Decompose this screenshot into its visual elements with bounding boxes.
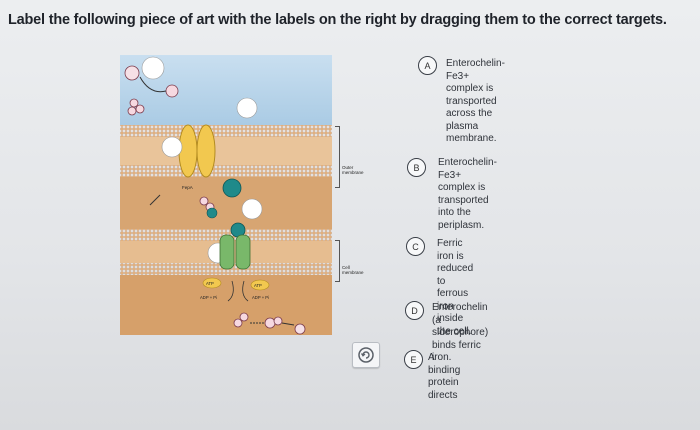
reset-button[interactable]	[352, 342, 380, 368]
instruction-text: Label the following piece of art with th…	[8, 12, 667, 28]
cell-membrane-bracket	[335, 240, 340, 282]
reset-icon	[358, 347, 374, 363]
label-text[interactable]: Enterochelin- Fe3+ complex is transporte…	[446, 58, 505, 144]
cell-membrane-label: Cell membrane	[342, 265, 364, 275]
label-text[interactable]: Enterochelin (a siderophore) binds ferri…	[432, 302, 489, 363]
label-letter-badge: A	[418, 56, 437, 75]
label-letter-badge: C	[406, 237, 425, 256]
label-text[interactable]: Enterochelin- Fe3+ complex is transporte…	[438, 157, 497, 231]
label-letter-badge: D	[405, 301, 424, 320]
art-figure: FepA ATP ATP ADP + Pi ADP + Pi	[120, 55, 332, 335]
label-text[interactable]: Ferric iron is reduced to ferrous iron i…	[437, 238, 474, 337]
outer-membrane-bracket	[335, 126, 340, 188]
fepa-label: FepA	[182, 185, 193, 190]
outer-membrane-label: Outer membrane	[342, 165, 364, 175]
atp-label-2: ATP	[254, 283, 262, 288]
art-diagram: FepA ATP ATP ADP + Pi ADP + Pi	[120, 55, 332, 335]
atp-label-1: ATP	[206, 281, 214, 286]
label-letter-badge: B	[407, 158, 426, 177]
label-letter-badge: E	[404, 350, 423, 369]
label-text[interactable]: A binding protein directs	[428, 352, 461, 401]
adp-label-2: ADP + Pi	[252, 295, 269, 300]
adp-label-1: ADP + Pi	[200, 295, 217, 300]
